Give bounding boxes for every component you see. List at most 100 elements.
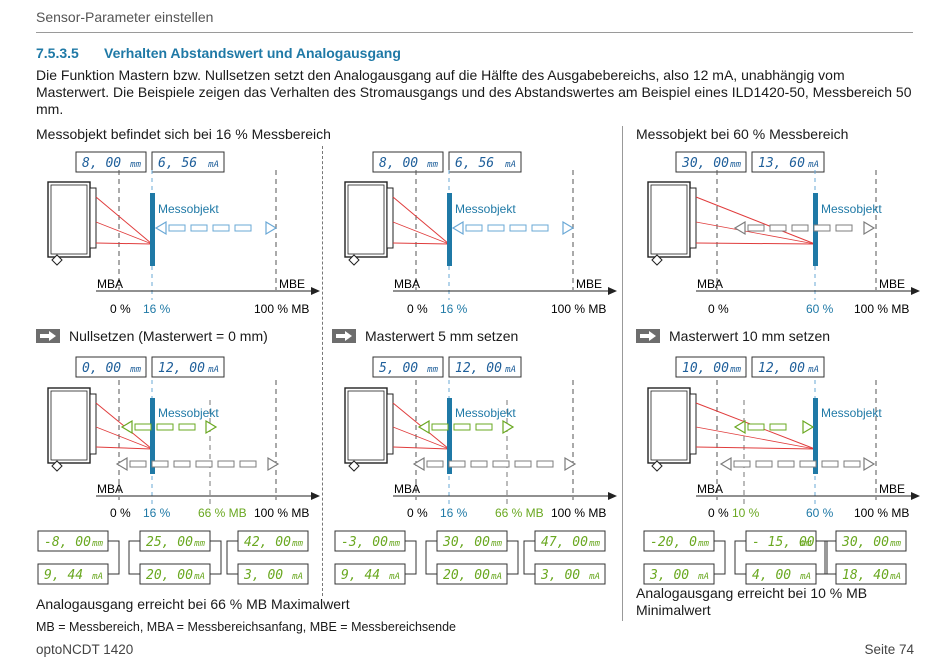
target-label: Messobjekt [158, 202, 219, 216]
lcd-readout-value: 4, 00 [752, 568, 791, 583]
range-arrow-segment [791, 224, 809, 232]
laser-beam [695, 196, 816, 245]
display-current-value: 12, 00 [455, 361, 502, 376]
axis-arrow-icon [311, 492, 320, 500]
lcd-readout-unit: mA [889, 572, 901, 582]
display-distance-unit: mm [129, 160, 141, 170]
label-100-percent: 100 % MB [551, 302, 606, 316]
output-range-arrow-segment [431, 423, 449, 431]
laser-beam [695, 446, 816, 450]
laser-beam [95, 221, 153, 245]
lcd-readout-unit: mA [91, 572, 103, 582]
target-label: Messobjekt [455, 202, 516, 216]
display-distance-value: 8, 00 [82, 156, 121, 171]
lcd-readout-value: -3, 00 [341, 535, 388, 550]
label-mbe: MBE [879, 277, 905, 291]
range-arrow-head-right [562, 220, 575, 236]
axis-arrow-icon [311, 287, 320, 295]
sensor-body [47, 387, 91, 464]
lcd-readout-unit: mA [490, 572, 502, 582]
label-mark-percent: 66 % MB [198, 506, 247, 520]
label-100-percent: 100 % MB [854, 302, 909, 316]
sensor-body-inner [347, 390, 385, 461]
range-arrow-segment [168, 224, 186, 232]
header-rule [36, 32, 913, 33]
lcd-readout-value: 30, 00 [442, 535, 490, 550]
range-arrow-segment [509, 224, 527, 232]
output-range-arrow-segment [747, 423, 765, 431]
display-distance-value: 10, 00 [682, 361, 729, 376]
output-range-arrow-segment [134, 423, 152, 431]
range-arrow-segment [747, 224, 765, 232]
connector [816, 540, 828, 575]
label-mba: MBA [97, 482, 123, 496]
display-distance-frame [75, 151, 147, 173]
display-current-frame [448, 356, 522, 378]
range-arrow-segment [536, 460, 554, 468]
step-label-1: Nullsetzen (Masterwert = 0 mm) [69, 328, 268, 344]
label-mark-percent: 10 % [732, 506, 760, 520]
display-current-unit: mA [207, 365, 219, 375]
sensor-window [386, 393, 394, 455]
range-arrow-head-left [719, 456, 732, 472]
range-arrow-segment [151, 460, 169, 468]
display-distance-value: 30, 00 [681, 156, 729, 171]
label-mba: MBA [697, 482, 723, 496]
sensor-body-inner [50, 390, 88, 461]
connector [210, 540, 222, 575]
display-current-frame [751, 356, 825, 378]
axis-arrow-icon [911, 287, 920, 295]
lcd-readout-value: -20, 0 [650, 535, 697, 550]
lcd-readout-unit: mm [799, 539, 811, 549]
lcd-readout-unit: mA [388, 572, 400, 582]
label-mba: MBA [394, 277, 420, 291]
step-arrow-icon [332, 329, 356, 348]
sensor-body [647, 181, 691, 258]
step-label-2: Masterwert 5 mm setzen [365, 328, 519, 344]
display-distance-value: 8, 00 [379, 156, 418, 171]
output-range-arrow-head-left [120, 419, 133, 435]
display-current-frame [751, 151, 825, 173]
connector [108, 540, 120, 575]
display-current-frame [448, 151, 522, 173]
range-arrow-segment [212, 224, 230, 232]
laser-beam [392, 221, 450, 245]
sensor-mount-icon [348, 460, 360, 472]
sensor-body-inner [50, 184, 88, 255]
lcd-readout-value: 3, 00 [649, 568, 689, 583]
caption-left: Messobjekt befindet sich bei 16 % Messbe… [36, 126, 331, 142]
laser-beam [95, 426, 153, 450]
range-arrow-segment [531, 224, 549, 232]
lcd-readout-value: 25, 00 [146, 535, 193, 550]
display-distance-unit: mm [129, 365, 141, 375]
sensor-body [647, 387, 691, 464]
target-label: Messobjekt [821, 202, 882, 216]
range-arrow-segment [492, 460, 510, 468]
output-range-arrow-head-right [802, 419, 815, 435]
target-object [447, 193, 452, 266]
label-object-percent: 60 % [806, 506, 834, 520]
range-arrow-segment [821, 460, 839, 468]
range-arrow-segment [799, 460, 817, 468]
sensor-mount-icon [651, 254, 663, 266]
connector [714, 540, 726, 575]
laser-beam [95, 446, 153, 450]
output-range-arrow-segment [769, 423, 787, 431]
range-arrow-segment [835, 224, 853, 232]
label-object-percent: 16 % [440, 302, 468, 316]
connector [734, 540, 746, 575]
display-distance-unit: mm [729, 365, 741, 375]
step-label-3: Masterwert 10 mm setzen [669, 328, 831, 344]
range-arrow-segment [239, 460, 257, 468]
range-arrow-segment [487, 224, 505, 232]
output-range-arrow-head-right [205, 419, 218, 435]
label-100-percent: 100 % MB [854, 506, 909, 520]
display-distance-unit: mm [426, 365, 438, 375]
footnote: MB = Messbereich, MBA = Messbereichsanfa… [36, 620, 456, 634]
range-arrow-segment [813, 224, 831, 232]
lcd-readout-value: 3, 00 [243, 568, 283, 583]
range-arrow-head-right [863, 220, 876, 236]
lcd-readout-unit: mA [697, 572, 709, 582]
lcd-readout-unit: mm [91, 539, 103, 549]
